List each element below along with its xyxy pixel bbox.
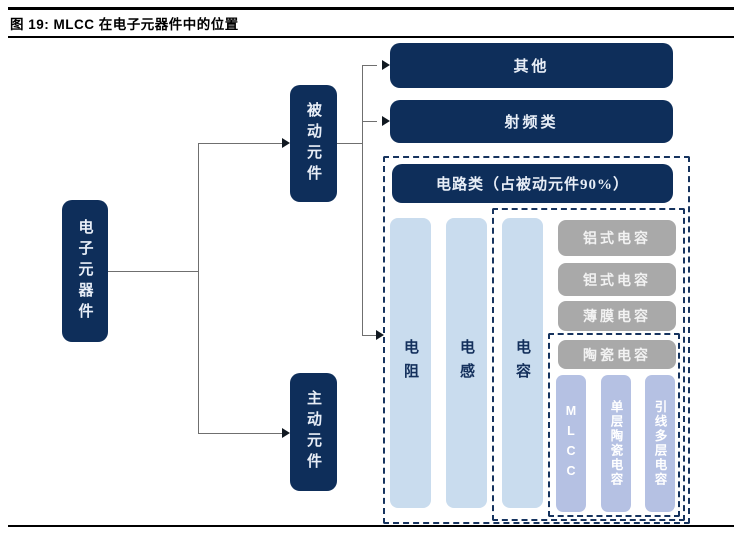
node-circuit-class: 电路类（占被动元件90%） [392, 164, 673, 203]
group-circuit-class [383, 156, 690, 524]
connector-root-trunk [108, 271, 198, 272]
node-other-label: 其他 [513, 59, 550, 75]
connector-passive-out [337, 143, 362, 144]
bar-inductor-label: 电感 [458, 339, 474, 387]
bar-capacitor: 电容 [502, 218, 543, 508]
figure-title: 图 19: MLCC 在电子元器件中的位置 [10, 17, 239, 32]
arrowhead-other [382, 60, 390, 70]
node-passive-components-label: 被动元件 [305, 101, 321, 186]
node-passive-components: 被动元件 [290, 85, 337, 202]
connector-to-rf [362, 121, 377, 122]
group-capacitor [492, 208, 685, 521]
bar-mlcc: MLCC [556, 375, 586, 512]
box-aluminum-capacitor: 铝式电容 [558, 220, 676, 256]
arrowhead-passive [282, 138, 290, 148]
arrowhead-rf [382, 116, 390, 126]
connector-to-active [198, 433, 283, 434]
box-ceramic-capacitor-label: 陶瓷电容 [583, 348, 651, 364]
box-tantalum-capacitor-label: 钽式电容 [583, 273, 651, 289]
box-film-capacitor-label: 薄膜电容 [583, 310, 651, 325]
connector-trunk-1 [198, 143, 199, 434]
node-active-components: 主动元件 [290, 373, 337, 491]
connector-to-other [362, 65, 377, 66]
box-ceramic-capacitor: 陶瓷电容 [558, 340, 676, 369]
node-active-components-label: 主动元件 [305, 390, 321, 474]
footer-rule [8, 525, 734, 527]
connector-to-passive [198, 143, 283, 144]
header-rule-top [8, 7, 734, 10]
node-rf-label: 射频类 [504, 115, 559, 131]
node-rf: 射频类 [390, 100, 673, 143]
header-rule-bottom [8, 36, 734, 38]
arrowhead-circuit [376, 330, 384, 340]
box-film-capacitor: 薄膜电容 [558, 301, 676, 331]
bar-single-layer-ceramic: 单层陶瓷电容 [601, 375, 631, 512]
node-electronic-components: 电子元器件 [62, 200, 108, 342]
connector-trunk-2 [362, 65, 363, 336]
bar-leaded-multilayer-label: 引线多层电容 [652, 400, 667, 487]
group-ceramic-capacitor [548, 333, 680, 517]
node-electronic-components-label: 电子元器件 [76, 218, 93, 324]
node-other: 其他 [390, 43, 673, 88]
bar-single-layer-ceramic-label: 单层陶瓷电容 [608, 400, 623, 487]
bar-leaded-multilayer: 引线多层电容 [645, 375, 675, 512]
node-circuit-class-label: 电路类（占被动元件90%） [435, 177, 629, 193]
bar-mlcc-label: MLCC [564, 403, 578, 484]
box-tantalum-capacitor: 钽式电容 [558, 263, 676, 296]
box-aluminum-capacitor-label: 铝式电容 [583, 232, 651, 247]
bar-resistor-label: 电阻 [402, 339, 418, 387]
connector-to-circuit [362, 335, 376, 336]
bar-resistor: 电阻 [390, 218, 431, 508]
bar-inductor: 电感 [446, 218, 487, 508]
bar-capacitor-label: 电容 [514, 339, 530, 387]
arrowhead-active [282, 428, 290, 438]
